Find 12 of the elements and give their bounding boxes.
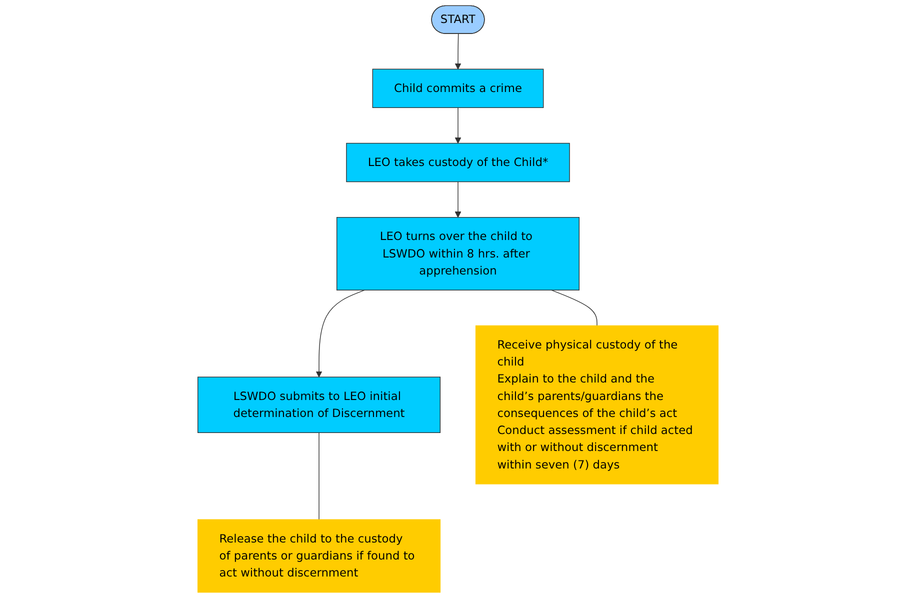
node-box: LSWDO submits to LEO initial determination of Discernment <box>197 376 441 433</box>
node-box: Child commits a crime <box>372 68 544 108</box>
arrow <box>316 290 366 378</box>
node-box: LEO turns over the child to LSWDO within 8 hrs. after apprehension <box>336 217 580 290</box>
node-box: Release the child to the custody of parents or guardians if found to act without discernment <box>197 519 441 593</box>
arrow <box>454 107 462 144</box>
connector <box>318 432 320 520</box>
node-box: Receive physical custody of the child Explain to the child and the child’s parents/guardians the consequences of the child’s act Conduct assessment if child acted with or without discernment within seven (7) days <box>475 325 719 484</box>
connector <box>550 290 598 326</box>
node-box: LEO takes custody of the Child* <box>346 142 570 182</box>
arrow <box>454 181 462 218</box>
arrow <box>454 34 462 70</box>
